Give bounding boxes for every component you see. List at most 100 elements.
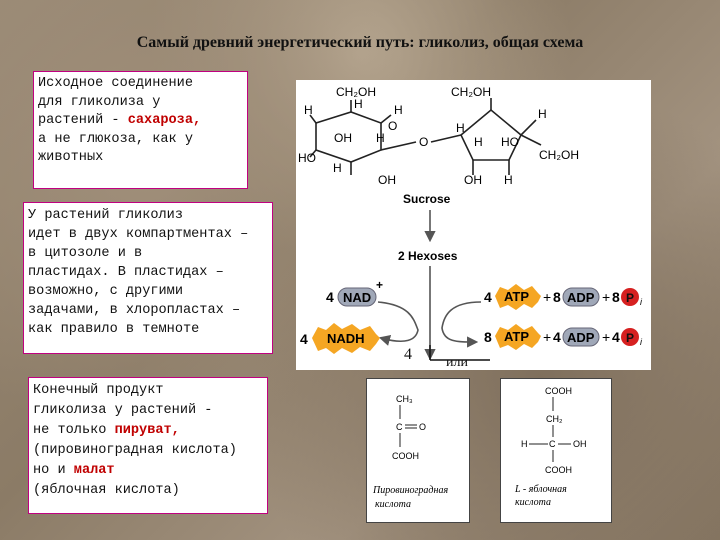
nad-label: NAD xyxy=(343,290,371,305)
glycolysis-svg: CH₂OH H H H OH H HO H OH O O CH₂OH H CH₂… xyxy=(298,85,643,361)
h-label: H xyxy=(376,131,385,145)
note-line: идет в двух компартментах – xyxy=(28,227,249,242)
glucose-ring xyxy=(309,100,462,175)
compartments-note: У растений гликолиз идет в двух компартм… xyxy=(23,202,273,354)
adp-label: ADP xyxy=(567,330,595,345)
pi-label: P xyxy=(626,291,634,305)
bond xyxy=(309,114,317,124)
h-label: H xyxy=(333,161,342,175)
atp-coefficient: 4 xyxy=(484,289,492,305)
cooh-label: COOH xyxy=(392,451,419,461)
note-line: но и xyxy=(33,463,74,478)
malate-caption: кислота xyxy=(515,497,551,508)
note-line: для гликолиза у xyxy=(38,94,161,110)
nad-plus: + xyxy=(376,278,383,292)
source-compound-note: Исходное соединение для гликолиза у раст… xyxy=(33,71,248,189)
nad-coefficient: 4 xyxy=(326,289,334,305)
oh-label: OH xyxy=(573,439,587,449)
bond xyxy=(380,141,417,151)
pyruvate-card: CH₃ C O COOH Пировиноградная кислота xyxy=(366,378,470,523)
malate-structure: COOH CH₂ H C OH COOH L - яблочная кислот… xyxy=(514,386,587,508)
nadh-label: NADH xyxy=(327,331,365,346)
bond xyxy=(309,149,317,158)
note-line: (пировиноградная кислота) xyxy=(33,443,237,458)
plus-sign: + xyxy=(543,289,551,305)
carbon-label: C xyxy=(396,422,403,432)
pyruvate-highlight: пируват, xyxy=(114,423,180,438)
o-label: O xyxy=(419,135,428,149)
oxygen-label: O xyxy=(419,422,426,432)
plus-sign: + xyxy=(602,289,610,305)
h-label: H xyxy=(504,173,513,187)
atp-coefficient: 8 xyxy=(484,329,492,345)
note-line: пластидах. В пластидах – xyxy=(28,265,224,280)
note-line: задачами, в хлоропластах – xyxy=(28,303,241,318)
note-line: не только xyxy=(33,423,115,438)
h-label: H xyxy=(538,107,547,121)
pi-label: P xyxy=(626,331,634,345)
arrow-nad-to-nadh xyxy=(377,301,419,346)
pyruvate-caption: кислота xyxy=(375,499,411,510)
ho-label: HO xyxy=(501,135,519,149)
note-line: Исходное соединение xyxy=(38,76,193,91)
fructose-ring-outline xyxy=(460,108,522,161)
pyruvate-caption: Пировиноградная xyxy=(372,485,448,496)
glycolysis-diagram: CH₂OH H H H OH H HO H OH O O CH₂OH H CH₂… xyxy=(296,80,651,370)
note-line: У растений гликолиз xyxy=(28,208,183,223)
cooh-label: COOH xyxy=(545,386,572,396)
adp-label: ADP xyxy=(567,290,595,305)
hydrogen-label: H xyxy=(521,439,528,449)
hexoses-label: 2 Hexoses xyxy=(398,249,458,263)
carbon-label: C xyxy=(549,439,556,449)
pi-coefficient: 4 xyxy=(612,329,620,345)
h-label: H xyxy=(394,103,403,117)
oh-label: OH xyxy=(334,131,352,145)
ch2oh-label: CH₂OH xyxy=(539,148,579,162)
ho-label: HO xyxy=(298,151,316,165)
adp-coefficient: 8 xyxy=(553,289,561,305)
atp-burst xyxy=(495,324,541,350)
malate-highlight: малат xyxy=(73,463,115,478)
pi-circle xyxy=(621,328,639,346)
atp-burst xyxy=(495,284,541,310)
pi-circle xyxy=(621,288,639,306)
bond xyxy=(430,134,462,143)
ch2oh-label: CH₂OH xyxy=(336,85,376,99)
slide-title: Самый древний энергетический путь: глико… xyxy=(136,34,584,51)
h-label: H xyxy=(456,121,465,135)
note-line: Конечный продукт xyxy=(33,383,164,398)
malate-caption: L - яблочная xyxy=(514,484,567,495)
pi-subscript: i xyxy=(640,337,643,347)
plus-sign: + xyxy=(602,329,610,345)
nad-pill xyxy=(337,287,377,307)
adp-coefficient: 4 xyxy=(553,329,561,345)
pyruvate-structure: CH₃ C O COOH Пировиноградная кислота xyxy=(372,394,448,510)
pi-coefficient: 8 xyxy=(612,289,620,305)
sucrose-label: Sucrose xyxy=(403,192,451,206)
oh-label: OH xyxy=(464,173,482,187)
note-line: возможно, с другими xyxy=(28,284,183,299)
note-line: (яблочная кислота) xyxy=(33,483,180,498)
end-product-note: Конечный продукт гликолиза у растений - … xyxy=(28,377,268,514)
nadh-coefficient: 4 xyxy=(300,331,308,347)
note-line: растений - xyxy=(38,113,128,128)
note-line: гликолиза у растений - xyxy=(33,403,213,418)
atp-label: ATP xyxy=(504,329,529,344)
adp-pill xyxy=(562,327,600,347)
cooh-label: COOH xyxy=(545,465,572,475)
h-label: H xyxy=(474,135,483,149)
note-line: животных xyxy=(38,150,104,165)
bond xyxy=(520,119,537,136)
atp-label: ATP xyxy=(504,289,529,304)
o-label: O xyxy=(388,119,397,133)
note-line: в цитозоле и в xyxy=(28,246,143,261)
arrow-atp-to-products xyxy=(441,301,482,348)
ch2oh-label: CH₂OH xyxy=(451,85,491,99)
ch3-label: CH₃ xyxy=(396,394,413,404)
coefficient-four-label: 4 xyxy=(404,346,412,363)
bond xyxy=(380,114,392,124)
note-line: а не глюкоза, как у xyxy=(38,131,193,147)
h-label: H xyxy=(304,103,313,117)
plus-sign: + xyxy=(543,329,551,345)
